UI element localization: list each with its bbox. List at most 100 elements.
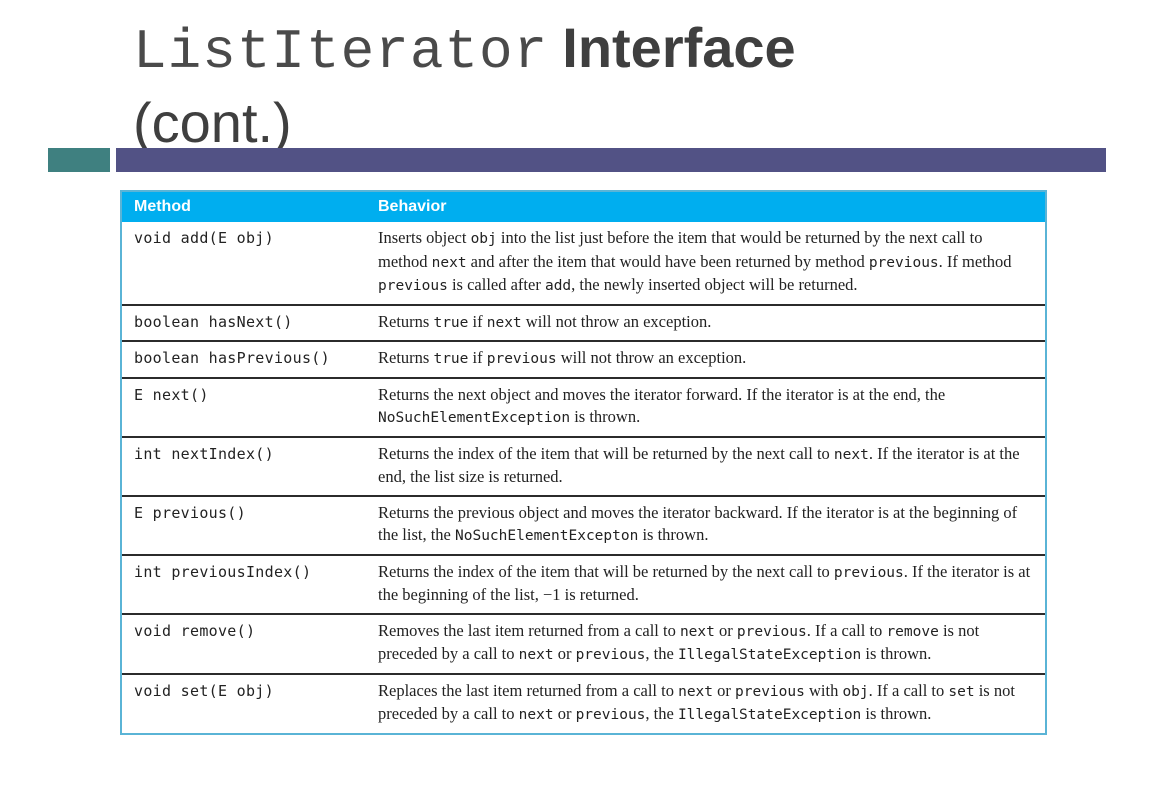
behavior-text: will not throw an exception. — [521, 311, 712, 331]
code-term: next — [431, 254, 467, 271]
behavior-text: Returns the index of the item that will … — [378, 443, 834, 463]
accent-bar-right — [116, 148, 1106, 172]
code-term: obj — [470, 231, 497, 247]
table-row: void add(E obj) Inserts object obj into t… — [122, 222, 1045, 305]
accent-bar-left — [48, 148, 110, 172]
table-row: int previousIndex() Returns the index of … — [122, 553, 1045, 614]
table-row: boolean hasPrevious()Returns true if pre… — [122, 340, 1045, 378]
behavior-text: into the list just before the item that … — [378, 228, 983, 271]
behavior-text: is thrown. — [861, 704, 932, 723]
code-term: add — [544, 278, 572, 294]
behavior-text: will not throw an exception. — [556, 348, 747, 367]
method-signature: void remove() — [122, 612, 366, 674]
behavior-text: or — [714, 620, 737, 640]
code-term: previous — [486, 351, 557, 367]
behavior-text: Replaces the last item returned from a c… — [378, 680, 679, 700]
behavior-text: if — [468, 348, 487, 367]
behavior-text: . If a call to — [806, 620, 887, 640]
title-interface-word: Interface — [562, 16, 796, 79]
code-term: true — [433, 351, 469, 367]
code-term: next — [518, 707, 554, 723]
behavior-text: is called after — [447, 275, 545, 294]
code-term: set — [948, 683, 975, 700]
behavior-text: is not preceded by a call to — [378, 680, 1015, 724]
behavior-text: Returns the previous object and moves th… — [378, 502, 1018, 545]
method-behavior: Returns the index of the item that will … — [366, 435, 1045, 496]
code-term: next — [678, 683, 714, 700]
code-term: previous — [868, 254, 939, 271]
method-signature: E previous() — [122, 494, 366, 555]
behavior-text: . If the iterator is at the beginning of… — [378, 561, 1031, 605]
method-signature: E next() — [122, 376, 366, 437]
behavior-text: Removes the last item returned from a ca… — [378, 620, 680, 640]
table-header-row: Method Behavior — [122, 192, 1045, 222]
behavior-text: , the — [645, 704, 678, 723]
code-term: true — [433, 314, 469, 331]
code-term: previous — [378, 278, 448, 294]
code-term: remove — [886, 623, 939, 640]
behavior-text: Returns — [378, 311, 434, 331]
code-term: NoSuchElementExcepton — [455, 528, 639, 544]
behavior-text: or — [553, 704, 576, 723]
table-row: E next() Returns the next object and move… — [122, 376, 1045, 437]
method-behavior: Returns true if previous will not throw … — [366, 340, 1045, 378]
code-term: IllegalStateException — [677, 647, 862, 663]
behavior-text: is thrown. — [570, 407, 641, 426]
code-term: previous — [833, 564, 904, 581]
table-row: E previous() Returns the previous object … — [122, 494, 1045, 555]
behavior-text: . If method — [938, 251, 1012, 271]
behavior-text: Returns — [378, 348, 434, 367]
method-behavior: Returns the previous object and moves th… — [366, 494, 1045, 555]
behavior-text: Inserts object — [378, 228, 471, 247]
behavior-text: or — [553, 644, 576, 663]
code-term: next — [679, 623, 715, 640]
table-row: boolean hasNext()Returns true if next wi… — [122, 303, 1045, 341]
behavior-text: with — [804, 680, 843, 700]
method-signature: boolean hasPrevious() — [122, 340, 366, 378]
title-continued: (cont.) — [133, 91, 292, 154]
code-term: previous — [736, 623, 807, 640]
behavior-text: is thrown. — [638, 525, 709, 544]
behavior-text: or — [713, 680, 736, 700]
behavior-text: , the — [645, 644, 678, 663]
method-signature: int previousIndex() — [122, 553, 366, 614]
method-behavior: Inserts object obj into the list just be… — [366, 222, 1045, 305]
method-behavior: Returns the next object and moves the it… — [366, 376, 1045, 437]
method-column-header: Method — [122, 192, 366, 222]
behavior-text: . If the iterator is at the end, the lis… — [378, 443, 1020, 487]
method-behavior: Removes the last item returned from a ca… — [366, 612, 1045, 674]
methods-table: Method Behavior void add(E obj) Inserts o… — [122, 192, 1045, 733]
code-term: previous — [575, 647, 646, 663]
behavior-text: and after the item that would have been … — [466, 251, 869, 271]
method-behavior: Replaces the last item returned from a c… — [366, 672, 1045, 733]
code-term: next — [486, 314, 522, 331]
code-term: next — [518, 647, 554, 663]
table-row: void set(E obj) Replaces the last item re… — [122, 672, 1045, 733]
code-term: previous — [575, 707, 646, 723]
method-behavior: Returns the index of the item that will … — [366, 553, 1045, 614]
title-class-name: ListIterator — [133, 20, 549, 84]
table-row: void remove() Removes the last item retur… — [122, 612, 1045, 674]
code-term: IllegalStateException — [677, 707, 862, 723]
method-signature: void add(E obj) — [134, 229, 274, 247]
method-signature: void set(E obj) — [122, 672, 366, 733]
behavior-text: is thrown. — [861, 644, 932, 663]
behavior-text: . If a call to — [868, 680, 949, 700]
code-term: NoSuchElementException — [378, 410, 571, 426]
behavior-text: Returns the index of the item that will … — [378, 561, 834, 581]
behavior-text: , the newly inserted object will be retu… — [571, 275, 858, 294]
code-term: obj — [842, 683, 869, 700]
code-term: next — [833, 446, 869, 463]
method-behavior: Returns true if next will not throw an e… — [366, 303, 1045, 341]
behavior-text: Returns the next object and moves the it… — [378, 384, 946, 404]
methods-table-container: Method Behavior void add(E obj) Inserts o… — [120, 190, 1047, 735]
method-signature: int nextIndex() — [122, 435, 366, 496]
code-term: previous — [735, 683, 805, 700]
table-row: int nextIndex() Returns the index of the … — [122, 435, 1045, 496]
slide-title: ListIterator Interface (cont.) — [133, 8, 1033, 154]
behavior-column-header: Behavior — [366, 192, 1045, 222]
table-body: void add(E obj) Inserts object obj into t… — [122, 222, 1045, 733]
method-signature: boolean hasNext() — [122, 303, 366, 341]
behavior-text: is not preceded by a call to — [378, 620, 980, 664]
behavior-text: if — [468, 311, 487, 331]
